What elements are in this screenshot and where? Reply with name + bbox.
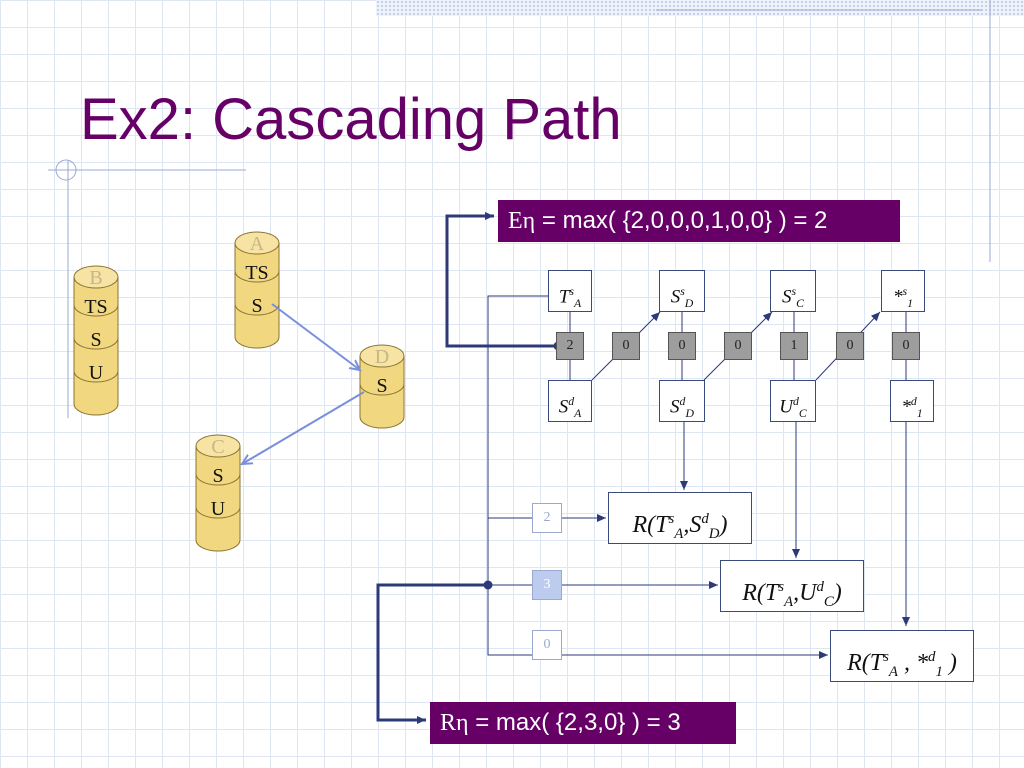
top-decorative-band (376, 0, 1024, 16)
result-box-1: R(TsA,SdD) (608, 492, 752, 544)
cost-cell-1: 2 (556, 332, 584, 360)
cost-cell-3: 0 (668, 332, 696, 360)
cylinder-b-name: B (89, 267, 102, 289)
r-eta-expression: = max( {2,3,0} ) = 3 (468, 709, 681, 736)
top-node-1: TsA (548, 270, 592, 312)
cost-cell-5: 1 (780, 332, 808, 360)
cylinder-c-name: C (211, 436, 224, 458)
cylinder-c-layer-u: U (211, 498, 226, 520)
cylinder-d-layer-s: S (376, 375, 387, 397)
left-cell-2: 3 (532, 570, 562, 600)
arrow-d-to-c (242, 391, 365, 464)
r-eta-symbol: Rη (440, 710, 469, 736)
e-eta-formula: Eη = max( {2,0,0,0,1,0,0} ) = 2 (498, 200, 900, 242)
cylinder-b-layer-u: U (89, 362, 104, 384)
page-title: Ex2: Cascading Path (80, 87, 622, 152)
top-node-3: SsC (770, 270, 816, 312)
cost-cell-6: 0 (836, 332, 864, 360)
r-eta-formula: Rη = max( {2,3,0} ) = 3 (430, 702, 736, 744)
result-box-2: R(TsA,UdC) (720, 560, 864, 612)
bottom-node-3: UdC (770, 380, 816, 422)
cylinder-a-layer-s: S (251, 295, 262, 317)
cost-cell-2: 0 (612, 332, 640, 360)
cylinder-d-name: D (375, 346, 389, 368)
e-eta-expression: = max( {2,0,0,0,1,0,0} ) = 2 (535, 207, 828, 234)
decorative-lines (48, 0, 991, 418)
e-eta-symbol: Eη (508, 208, 536, 234)
bottom-node-1: SdA (548, 380, 592, 422)
cylinder-b-layer-ts: TS (84, 296, 107, 318)
cylinder-a-layer-ts: TS (245, 262, 268, 284)
left-cell-1: 2 (532, 503, 562, 533)
cylinder-c-layer-s: S (212, 465, 223, 487)
top-node-4: *s1 (881, 270, 925, 312)
cost-cell-7: 0 (892, 332, 920, 360)
result-box-3: R(TsA , *d1 ) (830, 630, 974, 682)
cost-cell-4: 0 (724, 332, 752, 360)
cylinder-d: DS (359, 344, 405, 429)
cylinder-b: B TS SU (73, 265, 119, 416)
cylinder-c: CSU (195, 434, 241, 552)
left-cell-3: 0 (532, 630, 562, 660)
top-node-2: SsD (659, 270, 705, 312)
arrow-a-to-d (271, 303, 360, 370)
cylinder-a: A TS S (234, 231, 280, 349)
bottom-node-2: SdD (659, 380, 705, 422)
diagram-connectors (376, 212, 910, 724)
bottom-node-4: *d1 (890, 380, 934, 422)
cylinder-a-name: A (250, 233, 265, 255)
cylinder-b-layer-s: S (90, 329, 101, 351)
